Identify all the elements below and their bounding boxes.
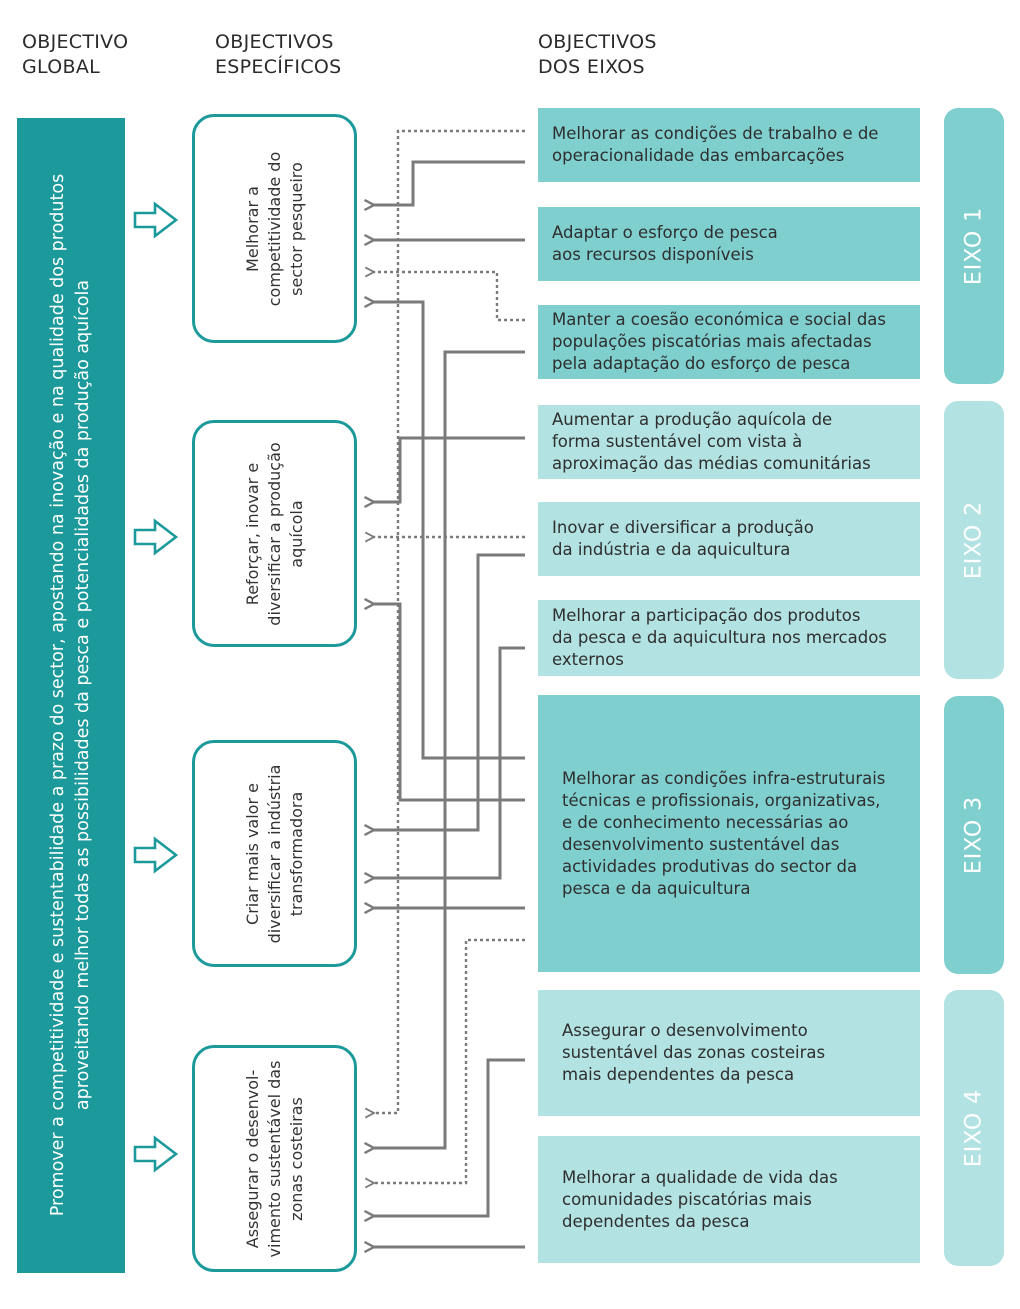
- dotted-obj7-spec4: [374, 938, 525, 1183]
- axis-objective-8: Assegurar o desenvolvimento sustentável d…: [538, 990, 920, 1116]
- connector-obj3-spec4: [374, 350, 525, 1148]
- header-axes: OBJECTIVOS DOS EIXOS: [538, 31, 657, 78]
- connector-obj5-spec3: [374, 553, 525, 830]
- axis-objective-line: pela adaptação do esforço de pesca: [552, 354, 851, 373]
- axis-3-band: EIXO 3: [944, 696, 1004, 974]
- hollow-arrow-1: [133, 201, 179, 239]
- axis-objective-line: pesca e da aquicultura: [562, 878, 751, 898]
- axis-objective-line: Inovar e diversificar a produção: [552, 518, 814, 537]
- axis-objective-line: mais dependentes da pesca: [562, 1065, 795, 1084]
- axis-objective-line: aos recursos disponíveis: [552, 245, 754, 264]
- axis-objective-5: Inovar e diversificar a produção da indús…: [538, 502, 920, 576]
- axis-2-band: EIXO 2: [944, 401, 1004, 679]
- axis-1-band: EIXO 1: [944, 108, 1004, 384]
- axis-objective-line: Aumentar a produção aquícola de: [552, 410, 833, 429]
- axis-objective-line: Manter a coesão económica e social das: [552, 310, 886, 329]
- connector-obj7-spec1: [374, 302, 525, 760]
- axis-objective-line: externos: [552, 650, 624, 669]
- axis-objective-line: forma sustentável com vista à: [552, 432, 803, 451]
- axis-objective-line: populações piscatórias mais afectadas: [552, 332, 872, 351]
- hollow-arrows: [133, 201, 179, 1173]
- axis-objective-4: Aumentar a produção aquícola de forma sus…: [538, 405, 920, 479]
- axis-objective-2: Adaptar o esforço de pesca aos recursos d…: [538, 207, 920, 281]
- hollow-arrow-2: [133, 518, 179, 556]
- specific-objective-3: Criar mais valor e diversificar a indúst…: [192, 740, 357, 967]
- axis-objective-line: Melhorar a qualidade de vida das: [562, 1167, 838, 1187]
- hollow-arrow-4: [133, 1135, 179, 1173]
- connector-obj6-spec3: [374, 646, 525, 878]
- specific-objective-4: Assegurar o desenvol-vimento sustentável…: [192, 1045, 357, 1272]
- axis-objective-line: e de conhecimento necessárias ao: [562, 812, 849, 832]
- axis-objective-3: Manter a coesão económica e social das po…: [538, 305, 920, 379]
- connector-obj1-spec1: [374, 160, 525, 205]
- axis-objective-line: da indústria e da aquicultura: [552, 540, 791, 559]
- header-global: OBJECTIVO GLOBAL: [22, 31, 129, 78]
- hollow-arrow-3: [133, 836, 179, 874]
- connector-obj8-spec4: [374, 1058, 525, 1216]
- header-specific: OBJECTIVOS ESPECÍFICOS: [215, 31, 342, 78]
- axis-objective-line: desenvolvimento sustentável das: [562, 834, 840, 854]
- solid-connectors: [374, 160, 525, 1247]
- axis-objective-line: dependentes da pesca: [562, 1211, 750, 1231]
- axis-objective-line: Melhorar as condições de trabalho e de: [552, 124, 879, 143]
- axis-objective-line: Melhorar a participação dos produtos: [552, 606, 861, 625]
- connector-obj4-spec2: [374, 436, 525, 502]
- specific-objective-2: Reforçar, inovar e diversificar a produç…: [192, 420, 357, 647]
- axis-objective-line: comunidades piscatórias mais: [562, 1189, 812, 1209]
- dotted-connectors: [374, 129, 525, 1183]
- axis-objective-line: Adaptar o esforço de pesca: [552, 223, 778, 242]
- axis-objective-line: técnicas e profissionais, organizativas,: [562, 790, 881, 810]
- axis-objective-line: aproximação das médias comunitárias: [552, 454, 871, 473]
- axis-objective-line: sustentável das zonas costeiras: [562, 1043, 826, 1062]
- connector-obj7-spec2: [374, 604, 525, 802]
- axis-objective-line: Melhorar as condições infra-estruturais: [562, 768, 886, 788]
- dotted-obj3-spec1: [374, 272, 525, 322]
- axis-objective-line: actividades produtivas do sector da: [562, 856, 858, 876]
- axis-objective-1: Melhorar as condições de trabalho e de op…: [538, 108, 920, 182]
- axis-objective-line: da pesca e da aquicultura nos mercados: [552, 628, 887, 647]
- axis-4-band: EIXO 4: [944, 990, 1004, 1266]
- axis-objective-6: Melhorar a participação dos produtos da p…: [538, 600, 920, 676]
- global-objective-box: [17, 118, 125, 1273]
- axis-objective-line: operacionalidade das embarcações: [552, 146, 845, 165]
- axis-objective-line: Assegurar o desenvolvimento: [562, 1021, 808, 1040]
- specific-objective-1: Melhorar a competitividade do sector pes…: [192, 114, 357, 343]
- dotted-obj1-spec4: [374, 129, 525, 1113]
